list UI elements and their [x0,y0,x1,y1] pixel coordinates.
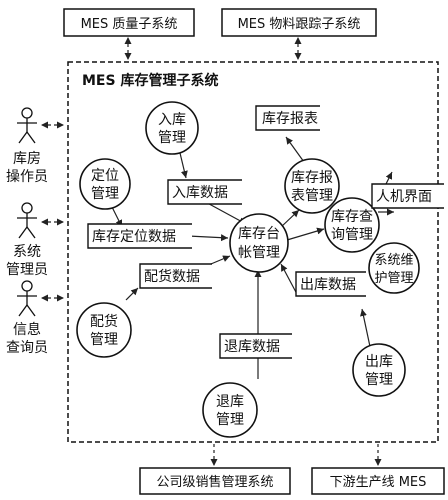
datastore-outbound-data: 出库数据 [295,271,366,297]
subsystem-title: MES 库存管理子系统 [82,72,218,89]
process-label-line2: 表管理 [291,188,333,204]
process-outbound-management: 出库 管理 [352,343,406,397]
process-label-line2: 管理 [91,186,119,202]
process-label-line1: 库存台 [238,226,280,242]
datastore-inventory-report: 库存报表 [255,105,320,131]
datastore-label: 退库数据 [224,339,280,355]
person-icon [17,280,37,317]
external-system-tracking-label: MES 物料跟踪子系统 [238,17,361,32]
external-system-quality-label: MES 质量子系统 [81,17,178,32]
actor-label-line2: 管理员 [6,262,48,278]
process-allocation-management: 配货 管理 [76,302,132,358]
person-icon [17,107,37,144]
actor-label-line1: 信息 [13,321,41,338]
external-system-sales-label: 公司级销售管理系统 [156,474,273,490]
process-label-line1: 库存查 [331,209,373,225]
datastore-location-data: 库存定位数据 [87,223,192,249]
process-return-management: 退库 管理 [202,382,258,438]
actor-label-line1: 系统 [13,244,41,260]
process-report-management: 库存报 表管理 [284,158,340,214]
process-location-management: 定位 管理 [79,158,131,210]
datastore-label: 库存定位数据 [92,229,176,245]
process-label-line1: 入库 [158,112,186,128]
datastore-inbound-data: 入库数据 [167,179,242,205]
datastore-label: 出库数据 [300,277,356,293]
process-label-line1: 退库 [216,394,244,410]
actor-label-line1: 库房 [13,151,41,167]
process-label-line1: 定位 [91,168,119,184]
actor-label-line2: 操作员 [6,169,48,185]
datastore-label: 入库数据 [172,185,228,201]
process-label-line1: 系统维 [374,253,413,268]
process-label-line2: 帐管理 [238,245,280,261]
external-system-sales: 公司级销售管理系统 [139,467,291,495]
person-icon [17,202,37,239]
process-inbound-management: 入库 管理 [145,101,199,155]
external-system-production: 下游生产线 MES [311,467,445,495]
datastore-return-data: 退库数据 [219,333,292,359]
subsystem-boundary [67,61,439,443]
process-label-line1: 出库 [365,354,393,370]
datastore-label: 库存报表 [262,111,318,127]
datastore-allocation-data: 配货数据 [139,263,212,289]
process-label-line2: 管理 [90,332,118,348]
process-label-line2: 管理 [216,412,244,428]
process-label-line2: 询管理 [331,227,373,243]
process-label-line1: 配货 [90,313,118,330]
process-label-line2: 管理 [365,372,393,388]
process-query-management: 库存查 询管理 [324,197,380,253]
actor-system-admin: 系统 管理员 [6,202,48,278]
external-system-production-label: 下游生产线 MES [330,475,427,490]
process-maintenance-management: 系统维 护管理 [368,242,420,294]
datastore-label: 配货数据 [144,268,200,285]
process-label-line2: 护管理 [374,271,413,286]
external-system-tracking: MES 物料跟踪子系统 [221,8,377,37]
actor-label-line2: 查询员 [6,340,48,356]
external-system-quality: MES 质量子系统 [63,8,195,37]
actor-warehouse-operator: 库房 操作员 [6,107,48,185]
datastore-hmi: 人机界面 [371,183,444,209]
datastore-label: 人机界面 [376,189,432,205]
process-label-line2: 管理 [158,130,186,146]
actor-links [41,121,64,302]
process-ledger-management: 库存台 帐管理 [229,213,289,273]
process-label-line1: 库存报 [291,170,333,186]
actor-info-query: 信息 查询员 [6,280,48,356]
